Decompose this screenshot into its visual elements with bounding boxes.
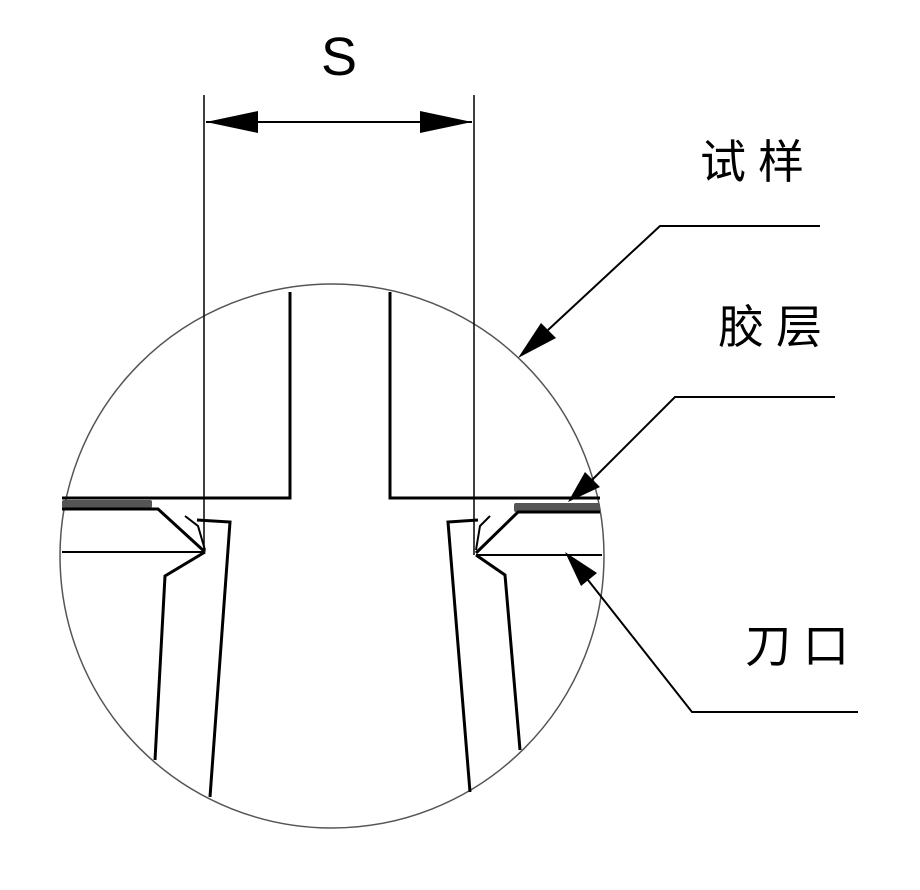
dimension-arrow-left <box>206 111 258 133</box>
dimension-arrow-right <box>420 111 472 133</box>
left-knife-fixture <box>62 507 232 798</box>
callout-adhesive-layer: 胶层 <box>568 300 835 502</box>
callout-specimen: 试样 <box>518 135 820 358</box>
callout-knife-edge: 刀口 <box>565 552 861 713</box>
detail-circle <box>59 283 605 829</box>
knife-edge-label: 刀口 <box>745 619 861 673</box>
specimen-outline <box>62 292 600 500</box>
specimen-label: 试样 <box>700 135 816 189</box>
dimension-s: S <box>203 27 475 555</box>
adhesive-layer-label: 胶层 <box>718 300 834 354</box>
adhesive-layer <box>62 500 600 512</box>
dimension-label: S <box>321 27 357 87</box>
right-knife-fixture <box>446 510 602 793</box>
